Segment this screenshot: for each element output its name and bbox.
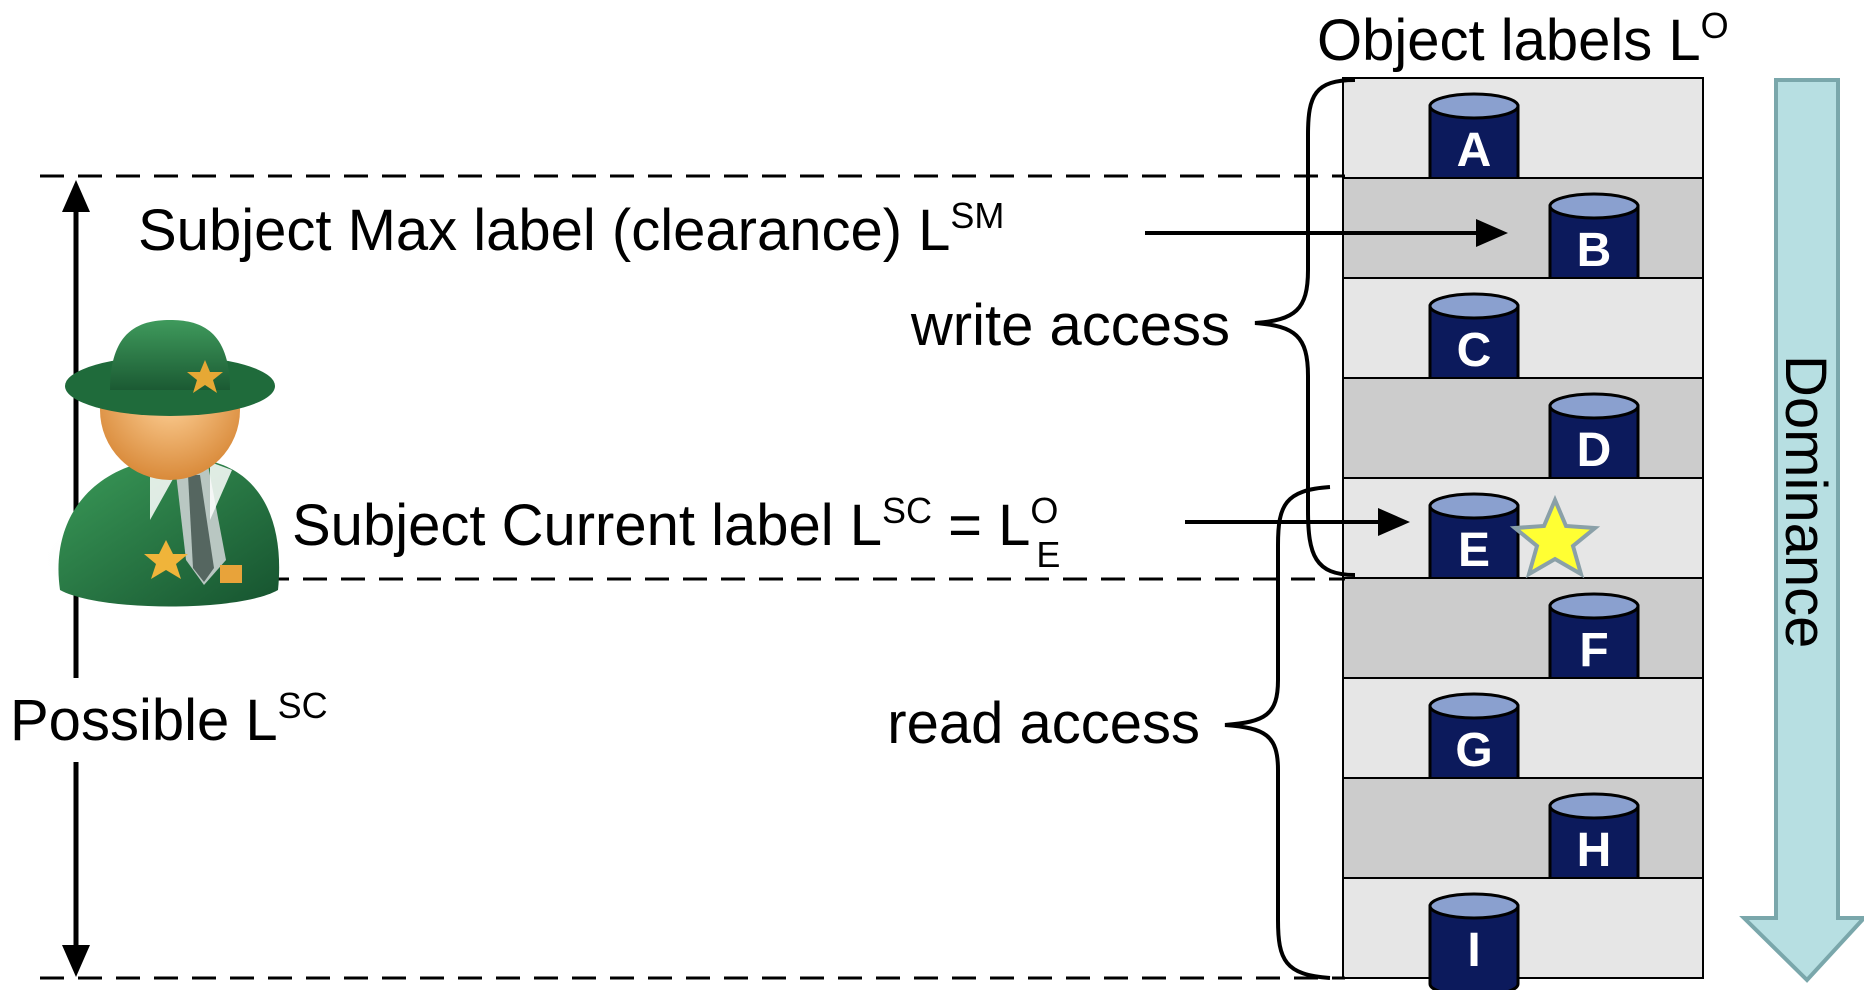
read-access-brace (1224, 485, 1331, 980)
object-row-a (1342, 77, 1704, 179)
object-row-g (1342, 677, 1704, 779)
object-letter-a: A (1457, 124, 1492, 177)
object-letter-b: B (1577, 224, 1612, 277)
database-cylinder-icon: A (1428, 92, 1520, 198)
sheriff-avatar-icon (40, 320, 280, 610)
database-cylinder-icon: E (1428, 492, 1520, 598)
read-access-label: read access (887, 691, 1200, 756)
object-row-i (1342, 877, 1704, 979)
object-letter-f: F (1579, 624, 1608, 677)
database-cylinder-icon: B (1548, 192, 1640, 298)
object-row-b (1342, 177, 1704, 279)
arrow-right-icon (1476, 219, 1508, 247)
hat-star-icon (187, 360, 223, 393)
possible-lsc-label: Possible LSC (10, 685, 328, 753)
badge-star-icon (144, 540, 188, 579)
object-label-rows: A B C D E F G H I (1342, 77, 1704, 990)
object-row-c (1342, 277, 1704, 379)
write-access-brace (1254, 78, 1356, 577)
object-letter-d: D (1577, 424, 1612, 477)
subject-current-arrow (1185, 508, 1410, 536)
object-row-f (1342, 577, 1704, 679)
possible-range-arrow (62, 180, 90, 977)
object-letter-c: C (1457, 324, 1492, 377)
object-letter-i: I (1467, 924, 1480, 977)
write-access-label: write access (910, 293, 1230, 358)
arrow-up-icon (62, 180, 90, 212)
object-labels-title: Object labels LO (1317, 5, 1729, 73)
database-cylinder-icon: I (1428, 892, 1520, 990)
arrow-down-icon (62, 945, 90, 977)
object-letter-g: G (1455, 724, 1492, 777)
object-letter-h: H (1577, 824, 1612, 877)
dominance-label: Dominance (1773, 355, 1838, 648)
subject-max-arrow (1145, 219, 1508, 247)
object-row-h (1342, 777, 1704, 879)
arrow-right-icon (1378, 508, 1410, 536)
database-cylinder-icon: D (1548, 392, 1640, 498)
dominance-arrow: Dominance (1739, 78, 1864, 983)
database-cylinder-icon: H (1548, 792, 1640, 898)
database-cylinder-icon: F (1548, 592, 1640, 698)
level-lines (40, 174, 1345, 980)
object-letter-e: E (1458, 524, 1490, 577)
subject-max-label: Subject Max label (clearance) LSM (138, 195, 1004, 263)
star-icon (1509, 494, 1601, 579)
object-row-d (1342, 377, 1704, 479)
